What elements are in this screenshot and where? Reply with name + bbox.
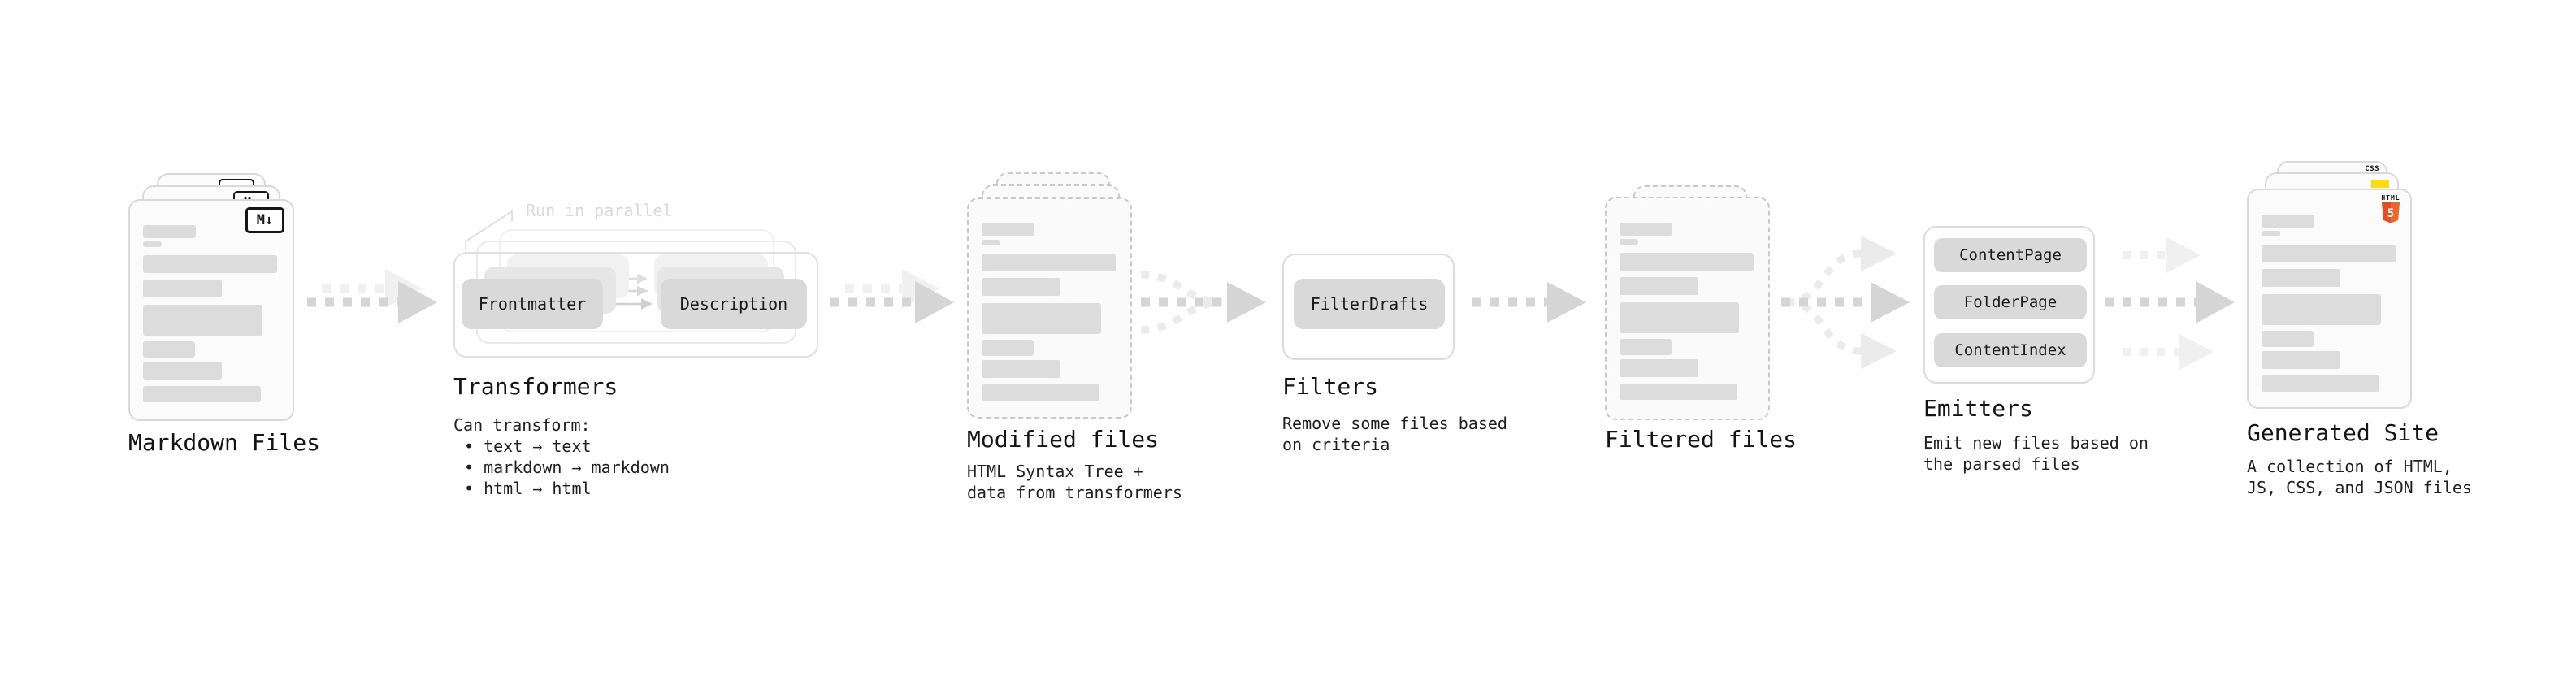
skeleton-line	[143, 225, 196, 238]
modified-files-description: HTML Syntax Tree + data from transformer…	[967, 461, 1182, 503]
skeleton-line	[143, 362, 222, 380]
description-line: Emit new files based on	[1923, 433, 2149, 453]
emitters-description: Emit new files based on the parsed files	[1923, 432, 2149, 475]
arrow-modified-to-filters-icon	[1140, 271, 1266, 334]
contentpage-pill: ContentPage	[1934, 238, 2087, 272]
html5-wordmark: HTML	[2381, 194, 2400, 202]
skeleton-line	[1620, 253, 1754, 271]
description-line: Remove some files based	[1282, 414, 1507, 433]
transformers-description: Can transform: • text → text • markdown …	[453, 414, 670, 499]
description-line: • text → text	[464, 436, 592, 456]
generated-site-description: A collection of HTML, JS, CSS, and JSON …	[2247, 456, 2472, 498]
run-in-parallel-callout: Run in parallel	[526, 201, 673, 220]
skeleton-line	[143, 305, 262, 336]
filtered-file-card-front	[1605, 197, 1770, 420]
arrow-markdown-to-transformers-icon	[307, 281, 437, 323]
filtered-files-label: Filtered files	[1605, 426, 1798, 453]
html5-icon: HTML 5	[2379, 194, 2403, 228]
modified-file-card-front	[967, 197, 1132, 419]
skeleton-line	[2262, 215, 2314, 228]
description-pill: Description	[661, 279, 807, 329]
transformer-box-front	[453, 252, 818, 358]
arrow-emitters-to-site-bottom-icon	[2123, 334, 2214, 370]
emitters-label: Emitters	[1923, 395, 2033, 422]
skeleton-line	[982, 278, 1060, 296]
skeleton-line	[143, 241, 162, 247]
skeleton-line	[2262, 294, 2381, 325]
skeleton-line	[143, 341, 195, 358]
skeleton-line	[1620, 223, 1672, 236]
skeleton-line	[2262, 331, 2314, 347]
skeleton-line	[1620, 302, 1739, 333]
skeleton-line	[2262, 351, 2340, 369]
skeleton-line	[982, 254, 1116, 271]
html5-shield: 5	[2382, 202, 2400, 223]
skeleton-line	[2262, 269, 2340, 287]
skeleton-line	[1620, 359, 1698, 377]
filters-description: Remove some files based on criteria	[1282, 413, 1507, 455]
skeleton-line	[982, 340, 1034, 356]
callout-leader-line	[465, 210, 513, 251]
skeleton-line	[143, 255, 277, 273]
filters-label: Filters	[1282, 373, 1379, 400]
skeleton-line	[1620, 277, 1698, 295]
description-line: JS, CSS, and JSON files	[2247, 478, 2472, 497]
modified-files-label: Modified files	[967, 426, 1160, 453]
skeleton-line	[982, 303, 1101, 334]
markdown-icon: M↓	[245, 207, 284, 233]
description-line: A collection of HTML,	[2247, 457, 2452, 476]
arrow-transformers-to-modified-icon	[830, 281, 954, 323]
arrow-filtered-to-emitters-icon	[1781, 236, 1910, 369]
skeleton-line	[143, 386, 261, 402]
skeleton-line	[2262, 375, 2379, 392]
description-line: data from transformers	[967, 483, 1182, 502]
arrow-emitters-to-site-top-icon	[2123, 237, 2201, 273]
arrow-emitters-to-site-middle-icon	[2105, 281, 2235, 323]
description-line: Can transform:	[453, 415, 591, 435]
description-line: • markdown → markdown	[464, 458, 670, 477]
skeleton-line	[1620, 239, 1638, 245]
markdown-files-label: Markdown Files	[128, 429, 321, 456]
description-line: the parsed files	[1923, 454, 2080, 474]
folderpage-pill: FolderPage	[1934, 285, 2087, 319]
filterdrafts-pill: FilterDrafts	[1294, 279, 1445, 329]
skeleton-line	[982, 240, 1000, 245]
description-line: on criteria	[1282, 435, 1390, 454]
frontmatter-pill: Frontmatter	[462, 279, 603, 329]
skeleton-line	[2262, 245, 2396, 262]
javascript-icon	[2371, 180, 2389, 188]
contentindex-pill: ContentIndex	[1934, 333, 2087, 367]
skeleton-line	[143, 280, 222, 297]
site-file-card-html: HTML 5	[2247, 189, 2412, 409]
description-line: HTML Syntax Tree +	[967, 462, 1143, 481]
skeleton-line	[982, 384, 1099, 401]
svg-text:5: 5	[2387, 207, 2394, 220]
description-line: • html → html	[464, 479, 592, 498]
skeleton-line	[1620, 339, 1672, 355]
skeleton-line	[982, 223, 1034, 236]
skeleton-line	[1620, 384, 1737, 400]
transformers-label: Transformers	[453, 373, 618, 400]
skeleton-line	[2262, 231, 2280, 236]
skeleton-line	[982, 360, 1060, 378]
generated-site-label: Generated Site	[2247, 419, 2439, 446]
arrow-filters-to-filtered-icon	[1472, 282, 1586, 323]
markdown-file-card-front: M↓	[128, 199, 294, 421]
